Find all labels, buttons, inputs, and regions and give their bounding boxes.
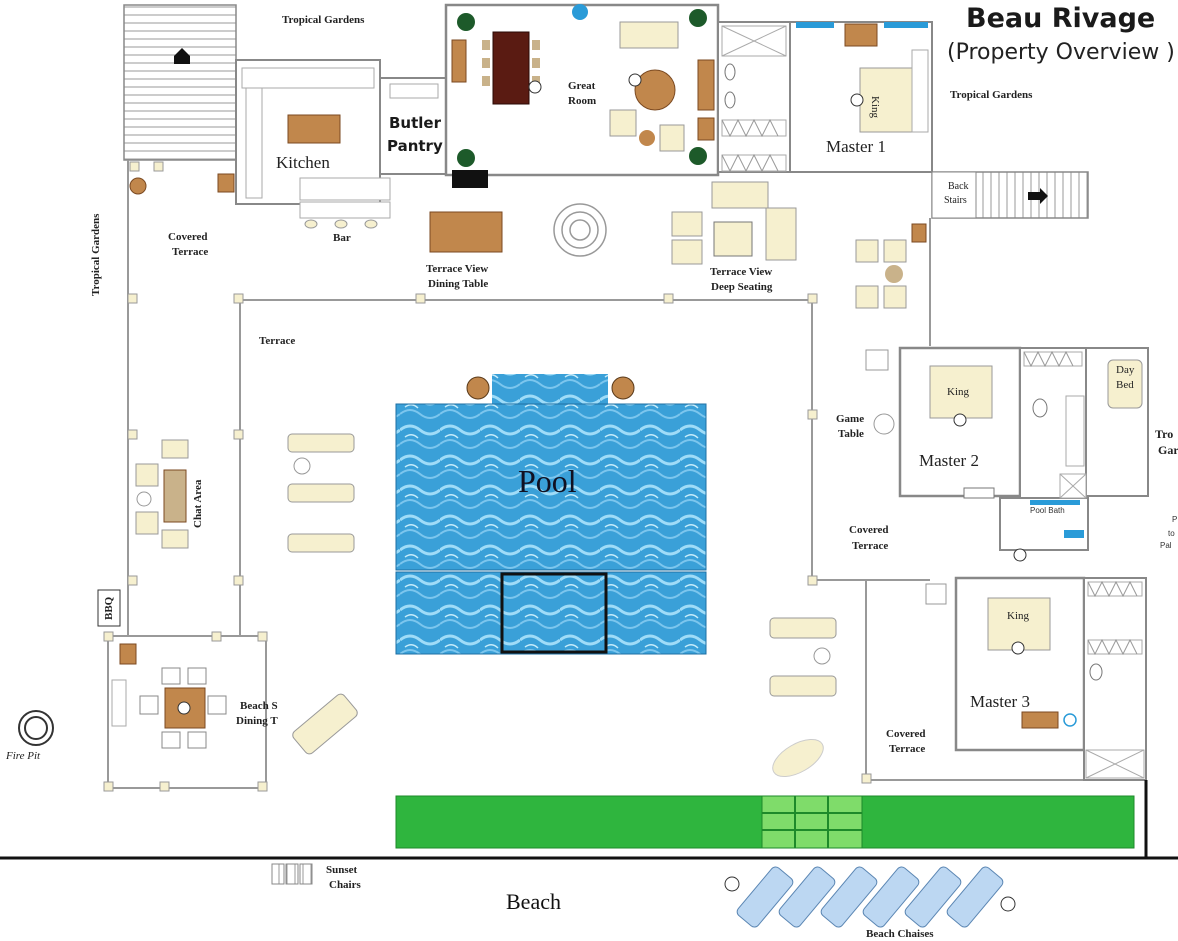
day-bed-label-1: Day [1116, 364, 1135, 376]
terrace-deep-seating [671, 181, 907, 309]
top-stairs [123, 4, 237, 161]
kitchen-room [235, 59, 391, 229]
beach-dining-label-2: Dining T [236, 715, 278, 727]
sunset-chairs-icon [271, 863, 313, 885]
tropical-gardens-edge-label-2: Gar [1158, 443, 1178, 457]
game-table-label-1: Game [836, 413, 865, 425]
page-subtitle: (Property Overview ) [947, 40, 1175, 65]
master1-label: Master 1 [826, 137, 886, 156]
butler-pantry-label-1: Butler [389, 114, 441, 132]
tropical-gardens-edge-label-1: Tro [1155, 427, 1174, 441]
sunset-chairs-label-1: Sunset [326, 864, 358, 876]
beach-chaises-label: Beach Chaises [866, 928, 934, 940]
fire-pit-icon [18, 710, 54, 746]
game-table-label-2: Table [838, 428, 864, 440]
beach-label: Beach [506, 889, 561, 914]
great-room-label-2: Room [568, 95, 597, 107]
covered-terrace-left-label-1: Covered [168, 231, 208, 243]
edge-note-1: P [1172, 515, 1178, 524]
sunset-chairs-label-2: Chairs [329, 879, 361, 891]
master2-label: Master 2 [919, 451, 979, 470]
great-room [444, 3, 720, 188]
terrace-lounges [287, 433, 837, 778]
chat-area-furniture [135, 439, 189, 549]
terrace-dining-table [429, 203, 607, 257]
back-stairs [931, 171, 1089, 219]
game-table-furniture [865, 349, 947, 605]
back-stairs-label-2: Stairs [944, 195, 967, 206]
plant-icons [457, 9, 707, 167]
beach-chaises-icon [724, 866, 1016, 928]
bed-king-label-2: King [947, 386, 969, 398]
great-room-label-1: Great [568, 80, 596, 92]
day-bed-label-2: Bed [1116, 379, 1134, 391]
bar-label: Bar [333, 232, 351, 244]
butler-pantry [379, 77, 447, 175]
bed-king-label-1: King [869, 96, 881, 118]
terrace-seating-label-1: Terrace View [710, 266, 773, 278]
chat-area-label: Chat Area [192, 479, 204, 528]
edge-note-3: Pal [1160, 541, 1172, 550]
covered-terrace-left-label-2: Terrace [172, 246, 209, 258]
lawn-strip [395, 780, 1148, 858]
kitchen-label: Kitchen [276, 153, 330, 172]
pool-bath-label: Pool Bath [1030, 506, 1065, 515]
beach-dining-label-1: Beach S [240, 700, 278, 712]
terrace-posts [103, 161, 872, 792]
planters [129, 173, 927, 243]
covered-terrace-right-label-1: Covered [886, 728, 926, 740]
master3-room [954, 576, 1147, 781]
tropical-gardens-top-label: Tropical Gardens [282, 14, 365, 26]
master1-bath [697, 21, 807, 173]
back-stairs-label-1: Back [948, 181, 969, 192]
terrace-dining-label-2: Dining Table [428, 278, 489, 290]
bbq-label: BBQ [103, 596, 115, 620]
covered-terrace-mid-label-1: Covered [849, 524, 889, 536]
terrace-seating-label-2: Deep Seating [711, 281, 773, 293]
master2-room [898, 346, 1149, 499]
pool-label: Pool [518, 463, 577, 499]
terrace-dining-label-1: Terrace View [426, 263, 489, 275]
bed-king-label-3: King [1007, 610, 1029, 622]
pool-bath [999, 473, 1089, 551]
tropical-gardens-left-label: Tropical Gardens [90, 213, 102, 296]
terrace-label: Terrace [259, 335, 296, 347]
pool [395, 374, 707, 655]
fire-pit-label: Fire Pit [6, 750, 41, 762]
edge-note-2: to [1168, 529, 1175, 538]
master3-label: Master 3 [970, 692, 1030, 711]
tropical-gardens-right-label: Tropical Gardens [950, 89, 1033, 101]
covered-terrace-mid-label-2: Terrace [852, 540, 889, 552]
butler-pantry-label-2: Pantry [387, 137, 443, 155]
page-title: Beau Rivage [966, 3, 1156, 34]
ceiling-fan-icons [177, 73, 1027, 715]
covered-terrace-right-label-2: Terrace [889, 743, 926, 755]
